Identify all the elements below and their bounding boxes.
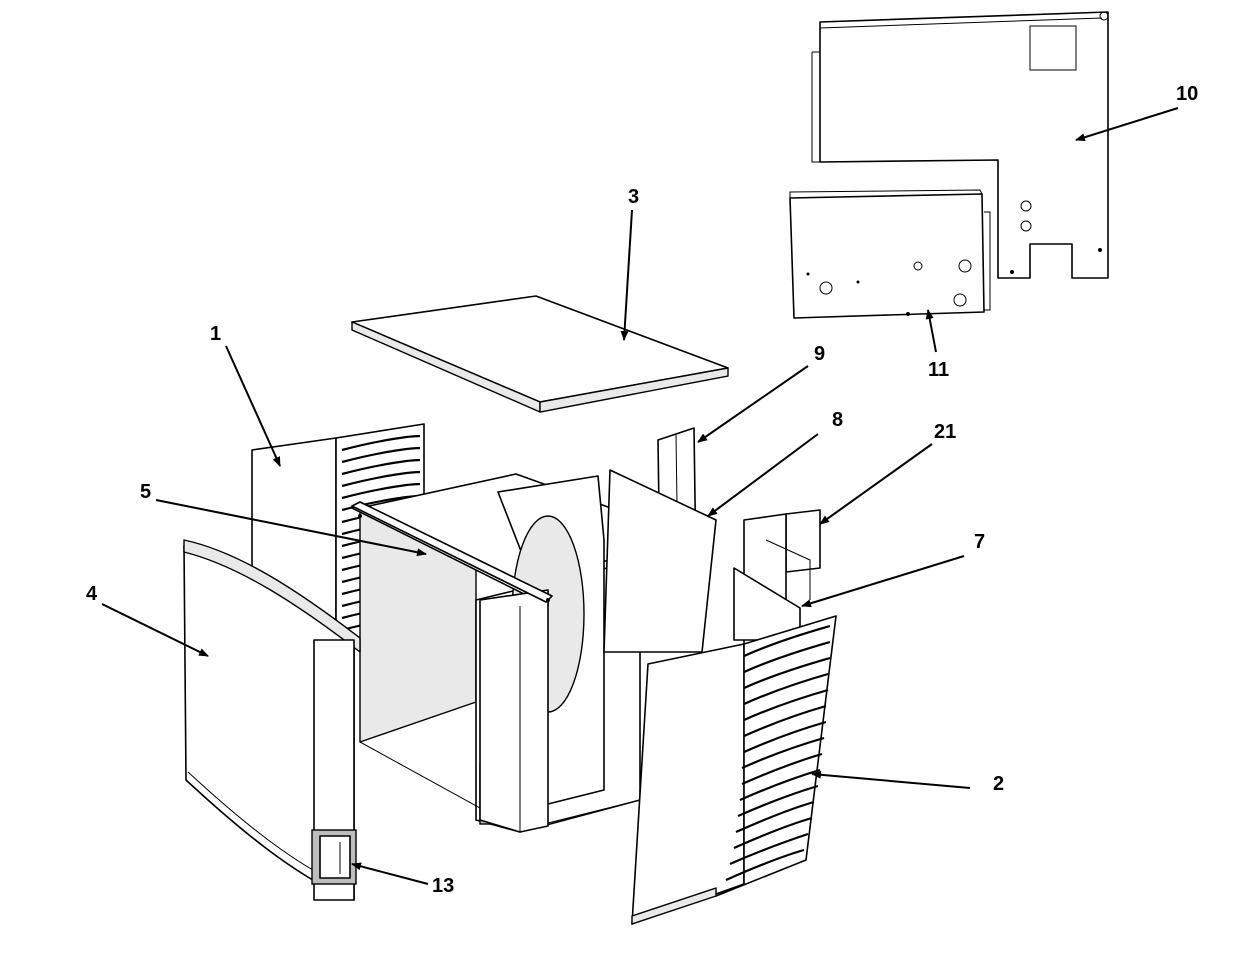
leader-lines [101, 107, 1179, 885]
callout-labels: 1 2 3 4 5 7 8 9 10 11 13 21 [86, 83, 1198, 897]
callout-4: 4 [86, 583, 98, 605]
callout-5: 5 [140, 481, 151, 503]
callout-9: 9 [814, 343, 825, 365]
leader-4 [101, 603, 209, 657]
leader-13 [351, 862, 429, 885]
callout-7: 7 [974, 531, 985, 553]
callout-8: 8 [832, 409, 843, 431]
leader-11 [925, 309, 937, 353]
latch-part [319, 835, 351, 879]
leader-21 [819, 443, 933, 525]
right-side-panel-part [631, 615, 837, 925]
control-box-part [789, 189, 991, 319]
rear-panel-part [811, 11, 1109, 279]
leader-7 [801, 555, 965, 608]
leader-3 [620, 209, 633, 341]
leader-10 [1075, 107, 1179, 142]
internal-partition-part [603, 469, 717, 653]
callout-3: 3 [628, 186, 639, 208]
leader-1 [225, 345, 281, 467]
leader-8 [707, 433, 819, 517]
callout-21: 21 [934, 421, 956, 443]
callout-13: 13 [432, 875, 454, 897]
top-cover-part [351, 295, 729, 413]
callout-2: 2 [993, 773, 1004, 795]
leader-9 [697, 365, 809, 443]
callout-11: 11 [928, 359, 949, 381]
right-panel-louvers [725, 624, 831, 882]
leader-2 [811, 770, 971, 789]
callout-1: 1 [210, 323, 221, 345]
callout-10: 10 [1176, 83, 1198, 105]
leader-5 [155, 499, 427, 557]
front-rail-part [351, 501, 553, 603]
